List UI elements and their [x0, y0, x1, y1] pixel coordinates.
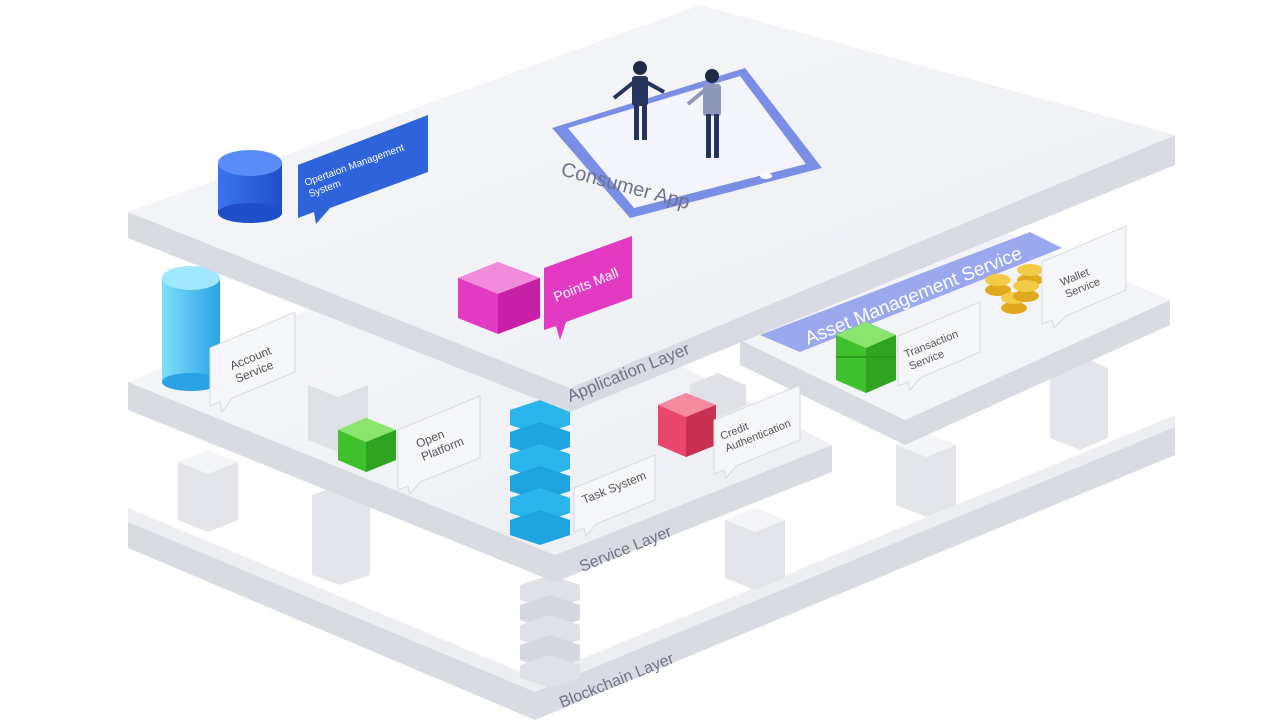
coins-icon	[985, 264, 1043, 314]
transaction-cube-icon	[836, 322, 896, 393]
wallet-label: WalletService	[1041, 225, 1127, 329]
open-platform-block	[308, 373, 396, 472]
credit-auth-block	[658, 373, 746, 457]
points-mall-label: Points Mall	[544, 236, 632, 340]
task-system-label: Task System	[573, 454, 656, 538]
open-platform-label: OpenPlatform	[397, 395, 481, 496]
account-database-icon	[162, 266, 220, 391]
stacked-blocks-icon	[520, 575, 580, 688]
phone-icon	[552, 68, 822, 218]
operation-database-icon	[218, 150, 282, 223]
points-mall-cube-icon	[458, 262, 540, 334]
blockchain-layer	[128, 415, 1175, 720]
account-service-label: AccountService	[209, 311, 296, 414]
people-icon	[612, 61, 721, 158]
task-system-stack-icon	[510, 400, 570, 545]
transaction-label: TransactionService	[897, 301, 981, 392]
